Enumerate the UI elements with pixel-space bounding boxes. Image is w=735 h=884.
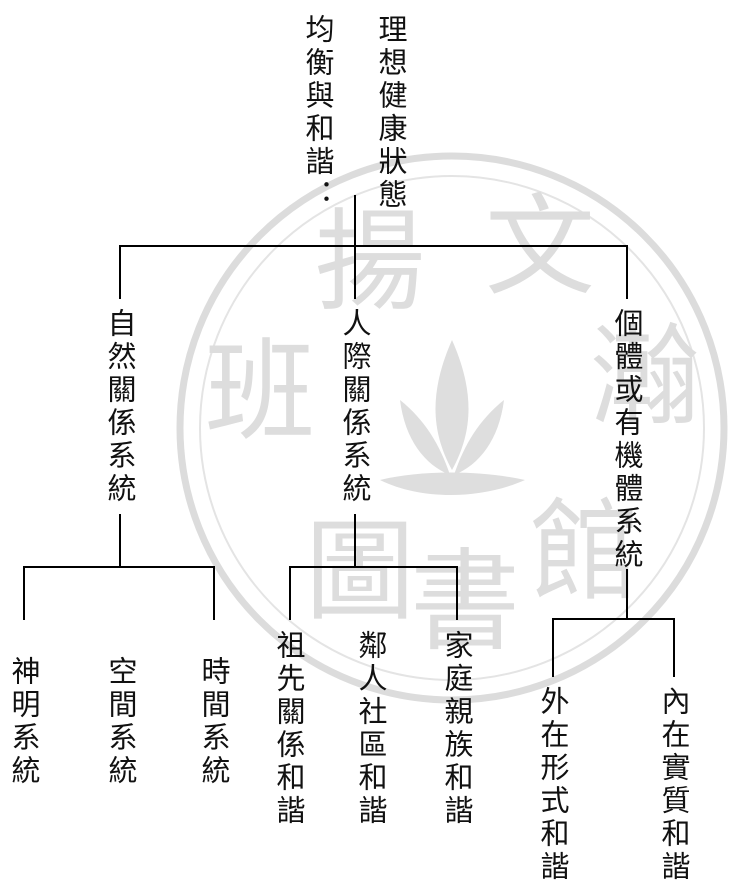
watermark-char: 書 [410, 538, 520, 666]
leaf-neighbor-harmony: 鄰人社區和諧 [354, 630, 388, 828]
watermark-char: 圖 [305, 508, 415, 636]
leaf-internal-harmony: 內在實質和諧 [657, 686, 691, 884]
watermark-char: 班 [205, 328, 315, 456]
node-interpersonal-relations: 人際關係系統 [338, 308, 372, 506]
watermark-char: 館 [530, 488, 640, 616]
watermark-char: 瀚 [590, 313, 700, 441]
leaf-family-harmony: 家庭親族和諧 [440, 630, 474, 828]
leaf-time-system: 時間系統 [197, 656, 231, 788]
leaf-external-harmony: 外在形式和諧 [536, 686, 570, 884]
root-title: 理想健康狀態 [374, 14, 408, 212]
node-nature-relations: 自然關係系統 [103, 308, 137, 506]
node-organism-system: 個體或有機體系統 [610, 308, 644, 572]
watermark-char: 揚 [315, 198, 425, 326]
leaf-ancestor-harmony: 祖先關係和諧 [272, 630, 306, 828]
root-subtitle: 均衡與和諧： [301, 14, 335, 212]
leaf-deity-system: 神明系統 [7, 656, 41, 788]
leaf-space-system: 空間系統 [104, 656, 138, 788]
lotus-icon [380, 340, 525, 495]
